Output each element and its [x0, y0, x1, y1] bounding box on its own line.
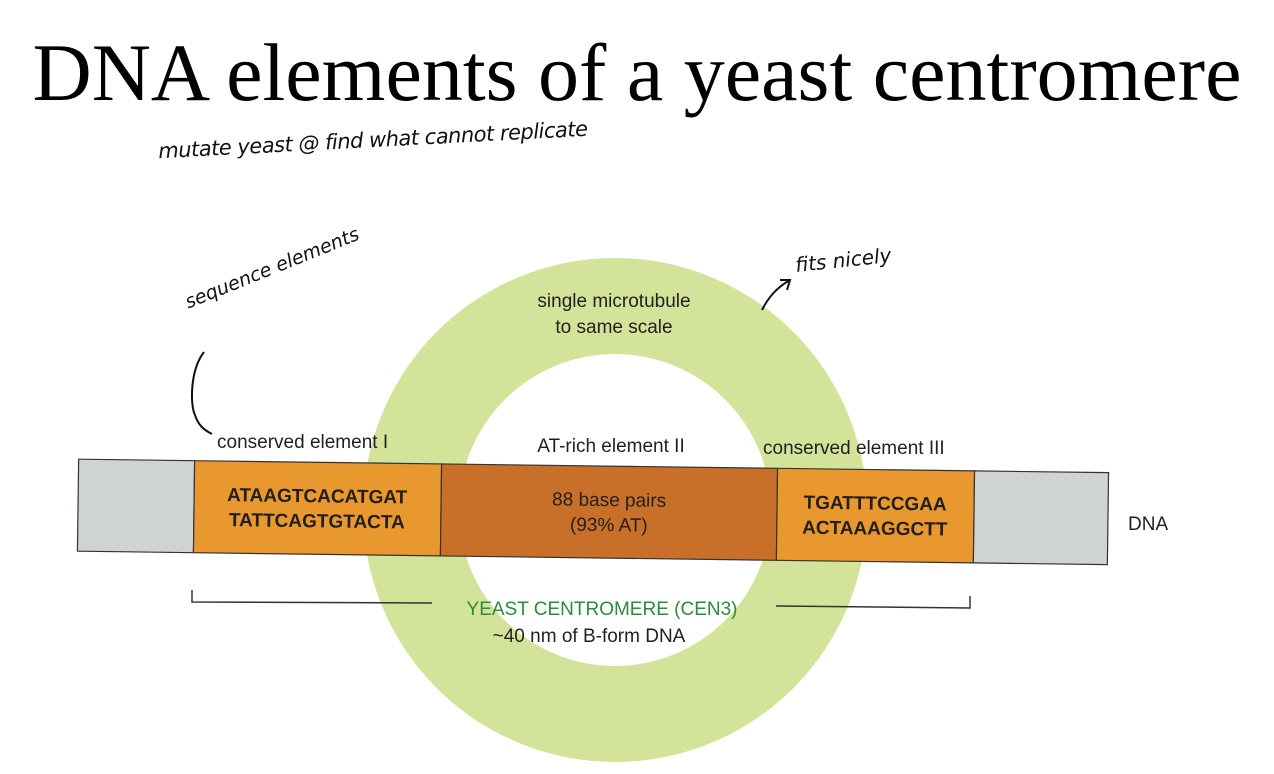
dna-strip: ATAAGTCACATGAT TATTCAGTGTACTA 88 base pa… — [76, 458, 1110, 566]
centromere-bracket-left — [191, 590, 433, 604]
handwritten-arrow-fits — [761, 279, 792, 311]
element-2-line1: 88 base pairs — [552, 489, 666, 511]
element-2-box — [439, 463, 779, 561]
dna-label: DNA — [1128, 514, 1168, 535]
dna-right-flank — [972, 470, 1110, 566]
element-3-seq-top: TGATTTCCGAA — [803, 493, 947, 516]
centromere-bracket-right — [775, 596, 971, 609]
microtubule-label-line1: single microtubule — [537, 291, 690, 312]
microtubule-label-line2: to same scale — [555, 317, 672, 338]
element-1-label: conserved element I — [217, 432, 388, 453]
element-1-seq-top: ATAAGTCACATGAT — [227, 485, 408, 508]
handwritten-bracket-sequence — [191, 351, 213, 435]
element-3-label: conserved element III — [763, 438, 945, 459]
element-2-line2: (93% AT) — [570, 515, 648, 537]
centromere-label: YEAST CENTROMERE (CEN3) — [467, 599, 738, 620]
element-3-box — [775, 467, 976, 564]
centromere-sublabel: ~40 nm of B-form DNA — [493, 626, 686, 647]
element-2-label: AT-rich element II — [537, 436, 684, 457]
slide-title: DNA elements of a yeast centromere — [32, 27, 1242, 118]
element-1-seq-bottom: TATTCAGTGTACTA — [229, 510, 405, 533]
element-3-seq-bottom: ACTAAAGGCTT — [802, 518, 948, 541]
dna-left-flank — [76, 458, 196, 554]
